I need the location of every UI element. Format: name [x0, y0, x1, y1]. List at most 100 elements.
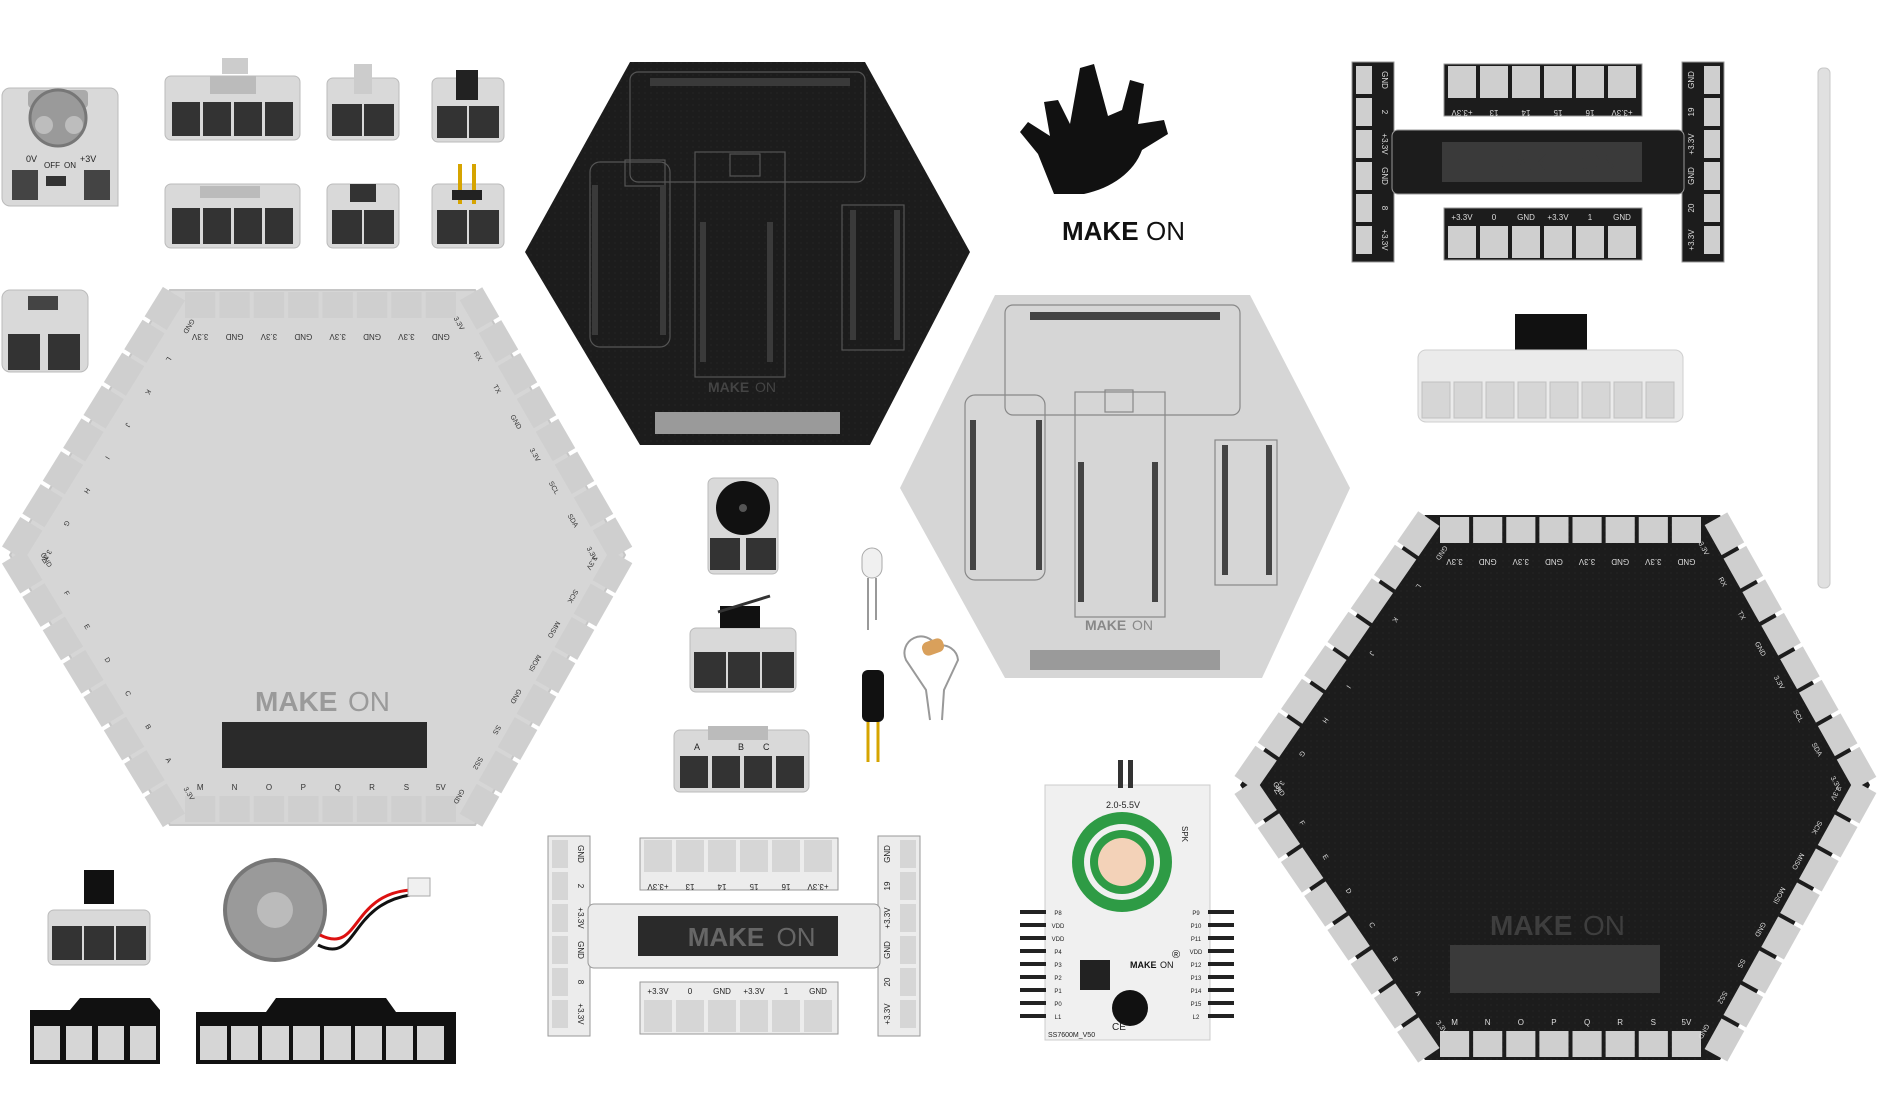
hex-top-label: GND [1545, 557, 1563, 566]
conn-top-pad [772, 840, 800, 872]
conn-left-label: 2 [576, 884, 585, 889]
voice-left-pin [1020, 1001, 1046, 1005]
hex-side-pad [573, 484, 614, 527]
hex-side-pad [554, 617, 595, 660]
hex-light-logo-make: MAKE [255, 686, 337, 717]
ribbon-connector-strip [1417, 314, 1684, 423]
battery-0v-label: 0V [26, 154, 37, 164]
hex-bottom-label: Q [335, 783, 341, 792]
conn-right-label: +3.3V [1687, 229, 1696, 251]
hex-top-label: GND [363, 332, 381, 341]
hex-board-light: 3.3VMGNDN3.3VOGNDP3.3VQGNDR3.3VSGND5VGND… [1, 286, 633, 828]
hex-side-pad [1280, 678, 1324, 724]
hex-side-pad [124, 319, 165, 363]
hex-side-pad [1704, 1018, 1745, 1062]
hex-bottom-pad [1506, 1031, 1536, 1057]
hex-top-label: GND [1479, 557, 1497, 566]
hex-top-label: 3.3V [260, 332, 277, 341]
hex-side-pad [1234, 745, 1277, 791]
conn-top-label: 15 [749, 882, 758, 891]
hex-lower-left-label: A [1414, 990, 1423, 998]
voice-left-pin [1020, 923, 1046, 927]
hex-top-label: GND [1611, 557, 1629, 566]
conn-left-label: 8 [1380, 206, 1389, 211]
light-board-logo-on: ON [1132, 617, 1153, 633]
hex-top-pad [1638, 517, 1668, 543]
conn-top-pad [1544, 66, 1572, 98]
conn-top-label: +3.3V [1451, 108, 1473, 117]
ribbon-pad [1517, 381, 1547, 419]
hex-side-pad [1799, 679, 1839, 723]
hex-side-pad [1304, 645, 1347, 691]
hex-side-pad [535, 418, 576, 462]
voice-right-pin [1208, 910, 1234, 914]
conn-left-label: +3.3V [1380, 229, 1389, 251]
hex-bottom-label: M [1451, 1018, 1458, 1027]
eight-pad-dark-strip [196, 998, 456, 1064]
brand-logo-on: ON [1146, 216, 1185, 246]
voice-ce-mark: CE [1112, 1022, 1126, 1033]
conn-bottom-label: GND [1613, 213, 1631, 222]
hex-top-label: 3.3V [398, 332, 415, 341]
voice-right-pin [1208, 1014, 1234, 1018]
conn-right-label: GND [883, 941, 892, 959]
conn-right-pad [1704, 66, 1720, 94]
ribbon-pad [1421, 381, 1451, 419]
voice-left-pin-label: L1 [1055, 1015, 1062, 1021]
conn-right-pad [1704, 130, 1720, 158]
hex-side-pad [1836, 780, 1877, 824]
hex-upper-left-label: L [1414, 582, 1422, 589]
abc-label-b: B [738, 742, 744, 752]
voice-left-pin [1020, 910, 1046, 914]
hex-bottom-pad [1671, 1031, 1701, 1057]
voice-left-pin [1020, 1014, 1046, 1018]
hex-bottom-pad [219, 796, 250, 822]
hex-upper-left-label: J [1367, 649, 1375, 656]
hex-side-pad [1780, 646, 1820, 690]
button-module [326, 183, 400, 249]
hex-top-pad [1440, 517, 1470, 543]
hex-side-pad [63, 418, 104, 462]
hex-lower-left-label: C [1367, 921, 1376, 929]
hex-bottom-pad [1572, 1031, 1602, 1057]
conn-left-pad [552, 904, 568, 932]
conn-right-pad [900, 872, 916, 900]
conn-left-pad [1356, 130, 1372, 158]
hex-side-pad [1798, 848, 1839, 892]
conn-bottom-label: GND [713, 987, 731, 996]
hex-side-pad [478, 320, 519, 363]
hex-top-pad [322, 292, 353, 318]
conn-bottom-pad [1512, 226, 1540, 258]
led-component [861, 547, 883, 630]
conn-left-label: +3.3V [1380, 133, 1389, 155]
hex-bottom-pad [1440, 1031, 1470, 1057]
hex-bottom-label: Q [1584, 1018, 1590, 1027]
hex-side-pad [1257, 712, 1301, 758]
dark-board-logo-on: ON [755, 379, 776, 395]
light-controller-board: MAKE ON [900, 295, 1350, 678]
hex-bottom-label: M [197, 783, 204, 792]
abc-label-c: C [763, 742, 770, 752]
conn-top-pad [1448, 66, 1476, 98]
hex-side-pad [1397, 1017, 1440, 1063]
conn-top-pad [644, 840, 672, 872]
conn-bottom-pad [772, 1000, 800, 1032]
hex-board-dark: 3.3VMGNDN3.3VOGNDP3.3VQGNDR3.3VSGND5VGND… [1234, 511, 1877, 1063]
hex-bottom-pad [253, 796, 285, 822]
hex-top-label: GND [225, 332, 243, 341]
micro-switch-module [689, 594, 797, 693]
voice-left-pin-label: P8 [1054, 911, 1062, 917]
three-pad-dark-module [30, 998, 160, 1064]
hex-side-pad [1280, 847, 1324, 893]
voice-left-pin-label: P1 [1054, 989, 1062, 995]
ribbon-pad [1453, 381, 1483, 419]
conn-right-label: +3.3V [883, 907, 892, 929]
hex-bottom-pad [1539, 1031, 1569, 1057]
voice-voltage-label: 2.0-5.5V [1106, 800, 1140, 810]
hex-dark-logo-make: MAKE [1490, 910, 1572, 941]
hex-side-pad [516, 683, 557, 727]
voice-left-pin [1020, 988, 1046, 992]
